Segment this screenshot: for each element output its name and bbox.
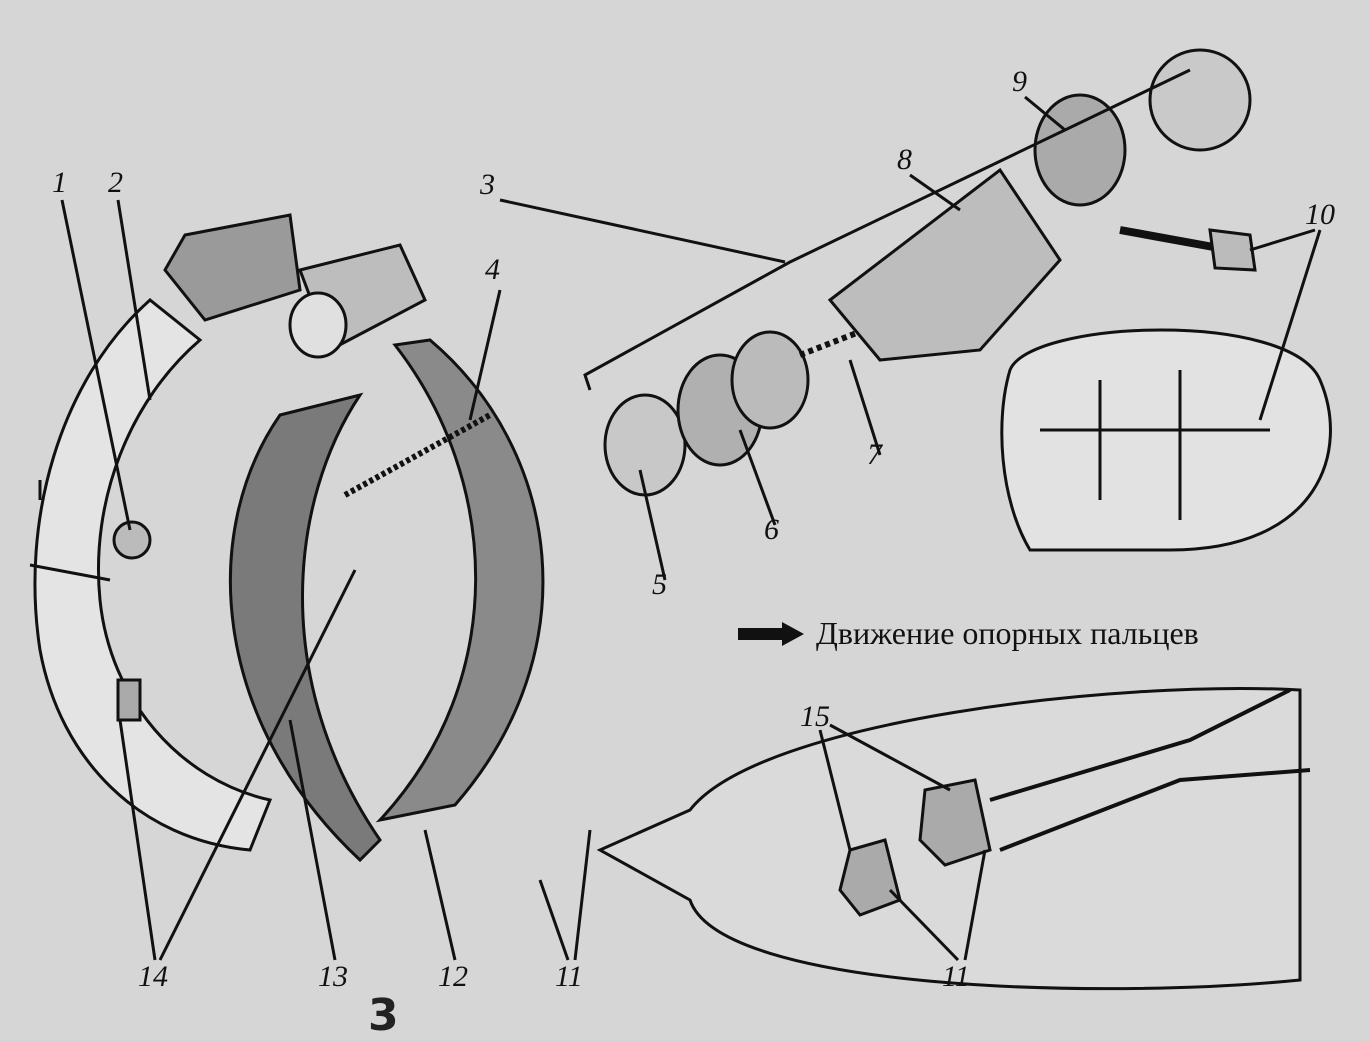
label-15: 15 [800,700,830,733]
handwritten-mark: 3 [368,990,399,1041]
label-3: 3 [480,168,495,201]
label-2: 2 [108,166,123,199]
arrow-right-icon [738,621,804,646]
bleeder-callout [1000,328,1332,552]
legend-text: Движение опорных пальцев [816,615,1199,651]
wrench-hand [989,688,1311,852]
label-4: 4 [485,253,500,286]
brake-shoe-rear [375,338,545,823]
cylinder-cover [163,213,302,322]
label-7: 7 [867,438,882,471]
label-14: 14 [138,960,168,993]
backing-plate [33,298,273,852]
label-13: 13 [318,960,348,993]
label-11: 11 [555,960,583,993]
label-12: 12 [438,960,468,993]
label-8: 8 [897,143,912,176]
label-6: 6 [764,513,779,546]
legend: Движение опорных пальцев [738,615,1199,652]
label-1: 1 [52,166,67,199]
label-11: 11 [942,960,970,993]
label-9: 9 [1012,65,1027,98]
brake-shoe-front [228,392,382,863]
cylinder-body [827,167,1062,362]
label-10: 10 [1305,198,1335,231]
label-5: 5 [652,568,667,601]
